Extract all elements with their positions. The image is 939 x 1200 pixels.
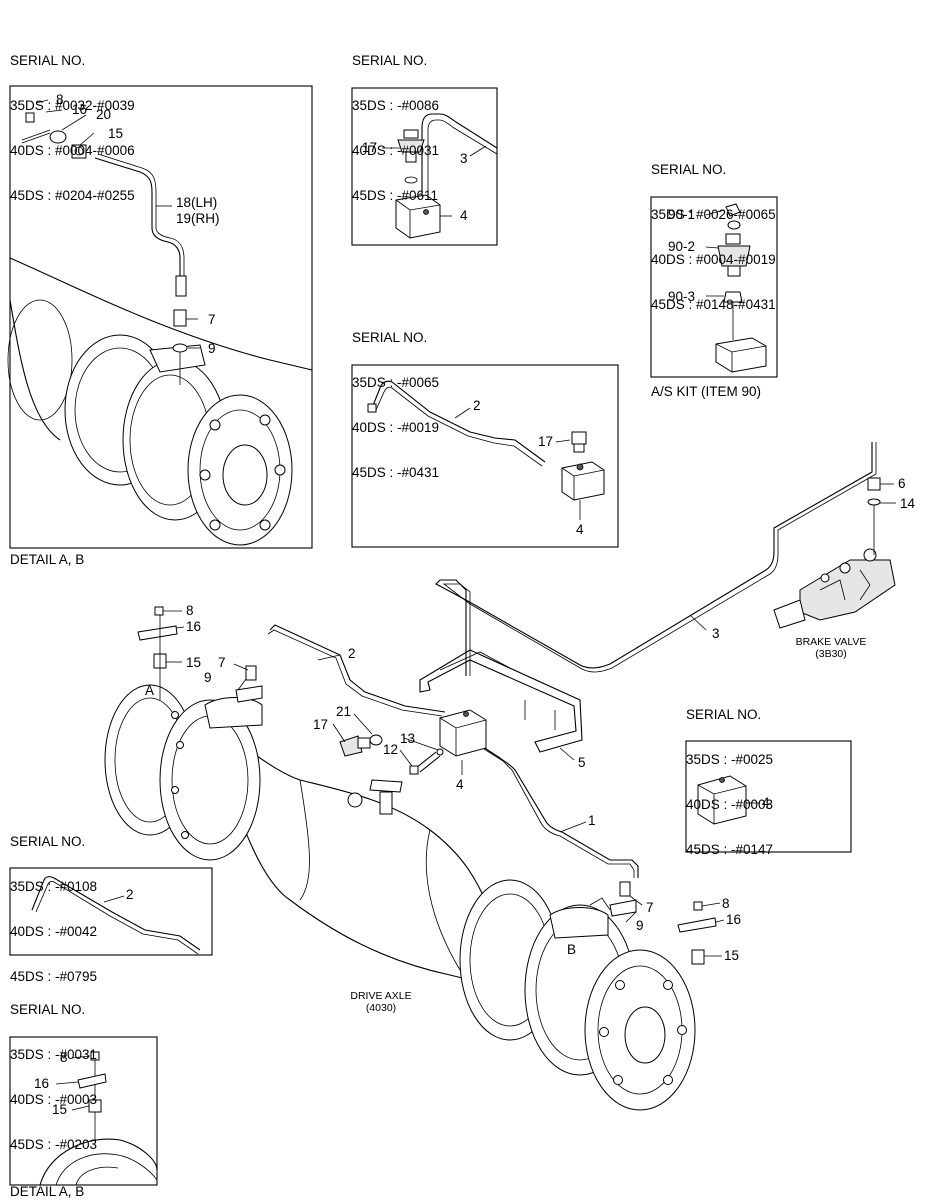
callout-4: 4 xyxy=(576,522,584,537)
callout-15: 15 xyxy=(724,948,740,963)
callout-7: 7 xyxy=(646,900,654,915)
serial-line: 35DS : #0032-#0039 xyxy=(10,98,135,113)
serial-block-top-middle: SERIAL NO. 35DS : -#0086 40DS : -#0031 4… xyxy=(352,23,439,218)
callout-12: 12 xyxy=(383,742,399,757)
brake-valve-label: BRAKE VALVE (3B30) xyxy=(786,636,876,660)
callout-14: 14 xyxy=(900,496,916,511)
serial-heading: SERIAL NO. xyxy=(10,1002,86,1017)
box-right-block-art xyxy=(685,740,852,853)
callout-9: 9 xyxy=(204,670,212,685)
callout-19-rh: 19(RH) xyxy=(176,211,220,226)
callout-4: 4 xyxy=(762,795,770,810)
callout-1: 1 xyxy=(588,813,596,828)
drive-axle-label: DRIVE AXLE (4030) xyxy=(336,990,426,1014)
serial-block-detail-top: SERIAL NO. 35DS : #0032-#0039 40DS : #00… xyxy=(10,23,135,218)
box-top-middle-art xyxy=(351,87,498,246)
callout-20: 20 xyxy=(96,107,112,122)
callout-b: B xyxy=(567,942,577,957)
box-mid-middle-art xyxy=(351,364,619,548)
brake-valve-name: BRAKE VALVE xyxy=(795,636,867,648)
box-left-tube-art xyxy=(9,867,213,956)
callout-4: 4 xyxy=(460,208,468,223)
detail-caption-bottom: DETAIL A, B xyxy=(10,1184,85,1199)
callout-7: 7 xyxy=(208,312,216,327)
callout-6: 6 xyxy=(898,476,906,491)
serial-line: 45DS : -#0203 xyxy=(10,1137,98,1152)
callout-16: 16 xyxy=(186,619,202,634)
callout-8: 8 xyxy=(56,92,64,107)
callout-15: 15 xyxy=(52,1102,68,1117)
serial-line: 35DS : #0026-#0065 xyxy=(651,207,776,222)
serial-block-left-tube: SERIAL NO. 35DS : -#0108 40DS : -#0042 4… xyxy=(10,804,97,999)
serial-line: 40DS : -#0003 xyxy=(10,1092,98,1107)
serial-line: 45DS : -#0611 xyxy=(352,188,439,203)
serial-line: 40DS : -#0031 xyxy=(352,143,440,158)
drive-axle-ref: (4030) xyxy=(365,1002,397,1014)
detail-bottom-art xyxy=(9,1036,158,1186)
serial-heading: SERIAL NO. xyxy=(686,707,762,722)
callout-13: 13 xyxy=(400,731,416,746)
callout-16: 16 xyxy=(72,102,88,117)
callout-21: 21 xyxy=(336,704,352,719)
serial-block-as-kit: SERIAL NO. 35DS : #0026-#0065 40DS : #00… xyxy=(651,132,776,327)
callout-16: 16 xyxy=(726,912,742,927)
serial-line: 45DS : -#0795 xyxy=(10,969,98,984)
callout-90-2: 90-2 xyxy=(668,239,696,254)
drive-axle-name: DRIVE AXLE xyxy=(350,990,412,1002)
callout-5: 5 xyxy=(578,755,586,770)
callout-4: 4 xyxy=(456,777,464,792)
serial-block-mid-middle: SERIAL NO. 35DS : -#0065 40DS : -#0019 4… xyxy=(352,300,439,495)
detail-caption-top: DETAIL A, B xyxy=(10,552,85,567)
callout-17: 17 xyxy=(313,717,329,732)
serial-line: 40DS : -#0019 xyxy=(352,420,440,435)
callout-8: 8 xyxy=(60,1050,68,1065)
serial-block-detail-bottom: SERIAL NO. 35DS : -#0031 40DS : -#0003 4… xyxy=(10,972,97,1167)
callout-3: 3 xyxy=(712,626,720,641)
callout-18-lh: 18(LH) xyxy=(176,195,218,210)
callout-a: A xyxy=(145,683,155,698)
serial-line: 35DS : -#0031 xyxy=(10,1047,98,1062)
detail-top-art xyxy=(7,85,313,549)
callout-15: 15 xyxy=(186,655,202,670)
serial-heading: SERIAL NO. xyxy=(651,162,727,177)
as-kit-caption: A/S KIT (ITEM 90) xyxy=(651,384,762,399)
callout-7: 7 xyxy=(218,655,226,670)
serial-line: 40DS : -#0042 xyxy=(10,924,98,939)
callout-2: 2 xyxy=(473,398,481,413)
serial-heading: SERIAL NO. xyxy=(10,53,86,68)
serial-heading: SERIAL NO. xyxy=(352,330,428,345)
serial-line: 40DS : #0004-#0006 xyxy=(10,143,135,158)
callout-90-3: 90-3 xyxy=(668,289,696,304)
callout-9: 9 xyxy=(636,918,644,933)
serial-line: 35DS : -#0108 xyxy=(10,879,98,894)
as-kit-art xyxy=(650,196,778,378)
leader-lines xyxy=(35,99,896,1111)
main-assembly-art xyxy=(104,442,896,1111)
serial-line: 35DS : -#0025 xyxy=(686,752,774,767)
serial-line: 35DS : -#0086 xyxy=(352,98,440,113)
serial-line: 45DS : -#0147 xyxy=(686,842,774,857)
callout-9: 9 xyxy=(208,341,216,356)
callout-3: 3 xyxy=(460,151,468,166)
callout-8: 8 xyxy=(722,896,730,911)
serial-line: 40DS : -#0003 xyxy=(686,797,774,812)
callout-90-1: 90-1 xyxy=(668,207,696,222)
callout-2: 2 xyxy=(348,646,356,661)
serial-line: 45DS : -#0431 xyxy=(352,465,440,480)
callout-8: 8 xyxy=(186,603,194,618)
serial-block-right-block: SERIAL NO. 35DS : -#0025 40DS : -#0003 4… xyxy=(686,677,773,872)
serial-line: 45DS : #0148-#0431 xyxy=(651,297,776,312)
serial-line: 45DS : #0204-#0255 xyxy=(10,188,135,203)
serial-line: 40DS : #0004-#0019 xyxy=(651,252,776,267)
serial-line: 35DS : -#0065 xyxy=(352,375,440,390)
serial-heading: SERIAL NO. xyxy=(352,53,428,68)
callout-17: 17 xyxy=(538,434,554,449)
callout-17: 17 xyxy=(362,140,378,155)
brake-valve-ref: (3B30) xyxy=(815,648,847,660)
callout-16: 16 xyxy=(34,1076,50,1091)
callout-15: 15 xyxy=(108,126,124,141)
serial-heading: SERIAL NO. xyxy=(10,834,86,849)
callout-2: 2 xyxy=(126,887,134,902)
